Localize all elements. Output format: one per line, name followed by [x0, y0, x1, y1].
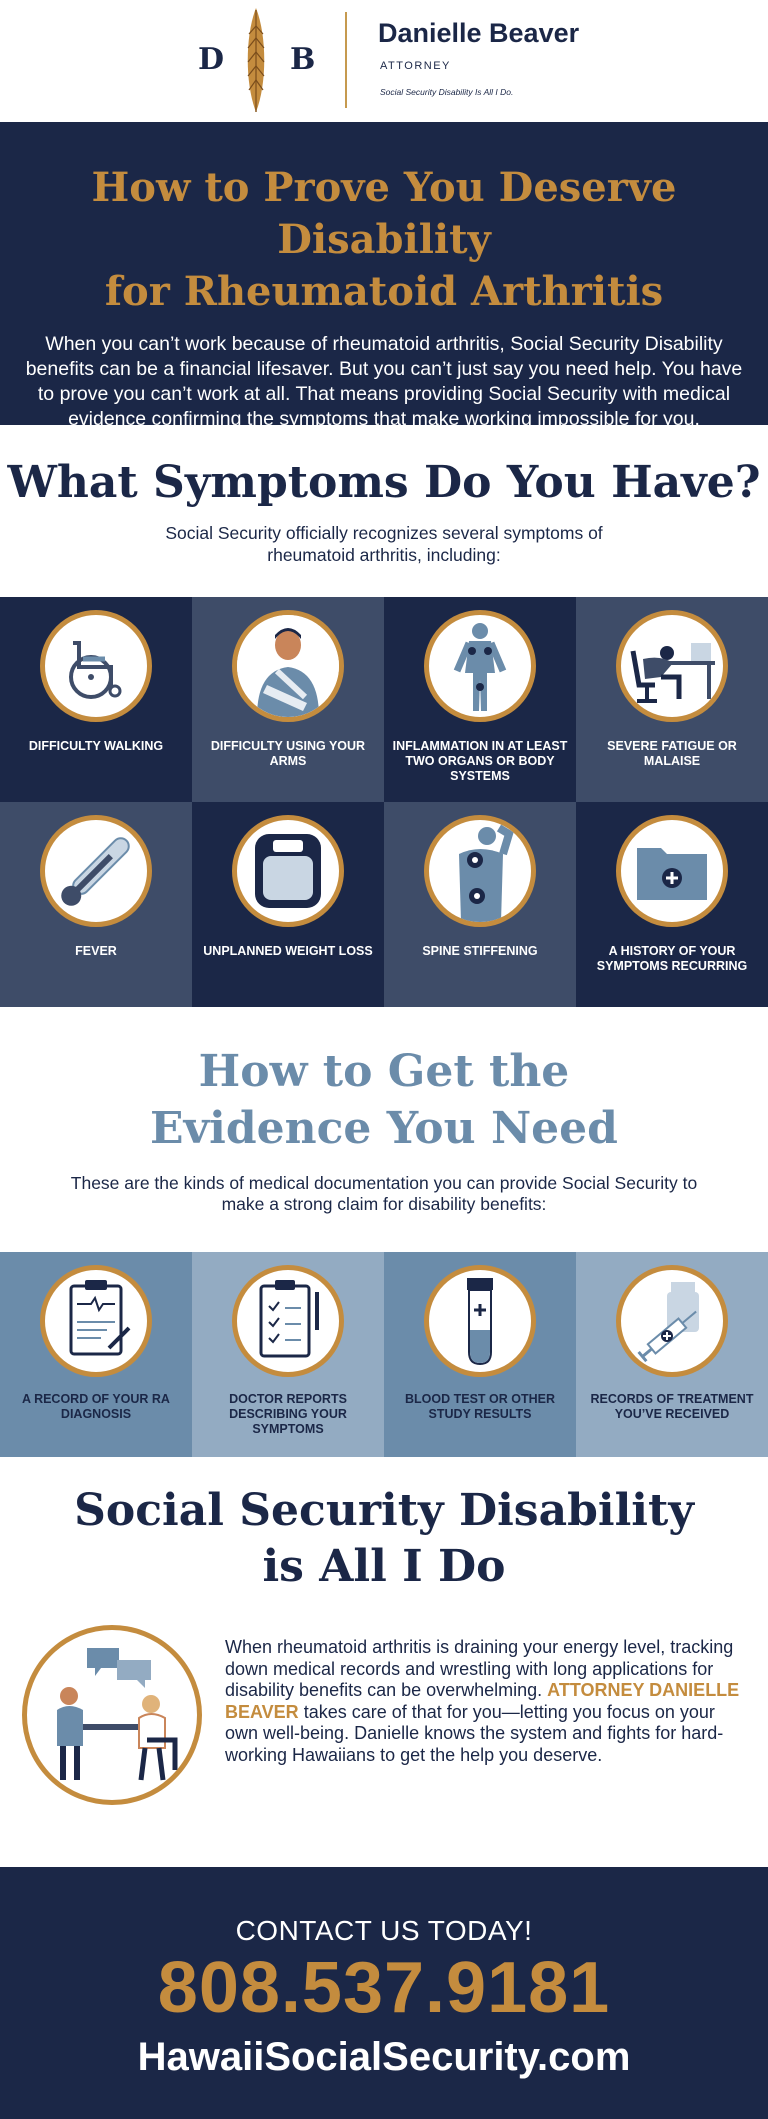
title-line-1: How to Prove You Deserve Disability	[91, 164, 677, 263]
evidence-heading-line-1: How to Get the	[198, 1046, 570, 1097]
title-line-2: for Rheumatoid Arthritis	[104, 268, 664, 315]
test-tube-icon	[424, 1265, 536, 1377]
website-link[interactable]: HawaiiSocialSecurity.com	[137, 2035, 631, 2079]
symptom-tile: UNPLANNED WEIGHT LOSS	[192, 802, 384, 1007]
wheelchair-icon	[40, 610, 152, 722]
symptom-tile: A HISTORY OF YOUR SYMPTOMS RECURRING	[576, 802, 768, 1007]
evidence-header: How to Get the Evidence You Need These a…	[0, 1007, 768, 1252]
evidence-label: DOCTOR REPORTS DESCRIBING YOUR SYMPTOMS	[229, 1392, 347, 1436]
syringe-bottle-icon	[616, 1265, 728, 1377]
symptom-tile: DIFFICULTY USING YOUR ARMS	[192, 597, 384, 802]
evidence-label: A RECORD OF YOUR RA DIAGNOSIS	[22, 1392, 170, 1421]
symptoms-subheading: Social Security officially recognizes se…	[165, 523, 603, 565]
symptom-label: FEVER	[75, 944, 117, 958]
consultation-icon	[22, 1625, 202, 1805]
symptom-tile: SEVERE FATIGUE OR MALAISE	[576, 597, 768, 802]
symptom-label: UNPLANNED WEIGHT LOSS	[203, 944, 373, 958]
thermometer-icon	[40, 815, 152, 927]
firm-tagline: Social Security Disability Is All I Do.	[380, 87, 514, 97]
symptom-tile: FEVER	[0, 802, 192, 1007]
evidence-label: BLOOD TEST OR OTHER STUDY RESULTS	[405, 1392, 555, 1421]
scale-icon	[232, 815, 344, 927]
medical-folder-icon	[616, 815, 728, 927]
symptom-label: DIFFICULTY USING YOUR ARMS	[210, 739, 366, 768]
ssd-body: When rheumatoid arthritis is draining yo…	[0, 1617, 768, 1867]
ssd-paragraph: When rheumatoid arthritis is draining yo…	[225, 1637, 745, 1766]
phone-number[interactable]: 808.537.9181	[157, 1948, 611, 2028]
tired-at-desk-icon	[616, 610, 728, 722]
symptoms-header: What Symptoms Do You Have? Social Securi…	[0, 425, 768, 597]
attorney-name-highlight: ATTORNEY DANIELLE BEAVER	[225, 1680, 740, 1722]
doctor-report-icon	[232, 1265, 344, 1377]
symptom-label: SEVERE FATIGUE OR MALAISE	[607, 739, 737, 768]
evidence-subheading: These are the kinds of medical documenta…	[70, 1173, 698, 1214]
evidence-label: RECORDS OF TREATMENT YOU’VE RECEIVED	[590, 1392, 754, 1421]
ssd-heading-line-2: is All I Do	[262, 1541, 506, 1592]
contact-section: CONTACT US TODAY! 808.537.9181 HawaiiSoc…	[0, 1867, 768, 2119]
clipboard-record-icon	[40, 1265, 152, 1377]
ssd-header: Social Security Disability is All I Do	[0, 1457, 768, 1617]
intro-body: When you can’t work because of rheumatoi…	[25, 333, 743, 430]
evidence-tile: BLOOD TEST OR OTHER STUDY RESULTS	[384, 1252, 576, 1457]
arm-sling-icon	[232, 610, 344, 722]
evidence-tile: RECORDS OF TREATMENT YOU’VE RECEIVED	[576, 1252, 768, 1457]
symptom-label: INFLAMMATION IN AT LEAST TWO ORGANS OR B…	[392, 739, 568, 783]
ssd-text-part-2: takes care of that for you—letting you f…	[225, 1701, 724, 1765]
symptom-tile: SPINE STIFFENING	[384, 802, 576, 1007]
firm-role: ATTORNEY	[380, 60, 451, 72]
symptom-label: DIFFICULTY WALKING	[28, 739, 164, 753]
header: D B Danielle Beaver ATTORNEY Social Secu…	[0, 0, 768, 122]
firm-name: Danielle Beaver	[378, 18, 580, 48]
symptom-label: SPINE STIFFENING	[422, 944, 538, 958]
ssd-heading: Social Security Disability is All I Do	[0, 1483, 768, 1595]
evidence-tile: A RECORD OF YOUR RA DIAGNOSIS	[0, 1252, 192, 1457]
logo-divider	[345, 12, 347, 108]
symptom-label: A HISTORY OF YOUR SYMPTOMS RECURRING	[596, 944, 748, 973]
feather-logo-icon	[247, 8, 265, 112]
ssd-text-part-1: When rheumatoid arthritis is draining yo…	[225, 1637, 734, 1700]
symptom-tile: INFLAMMATION IN AT LEAST TWO ORGANS OR B…	[384, 597, 576, 802]
evidence-heading-line-2: Evidence You Need	[150, 1103, 618, 1154]
contact-cta: CONTACT US TODAY!	[235, 1915, 533, 1946]
logo-monogram-d: D	[198, 42, 225, 77]
intro-section: How to Prove You Deserve Disability for …	[0, 122, 768, 430]
evidence-tile: DOCTOR REPORTS DESCRIBING YOUR SYMPTOMS	[192, 1252, 384, 1457]
page-title: How to Prove You Deserve Disability for …	[0, 162, 768, 318]
evidence-heading: How to Get the Evidence You Need	[0, 1043, 768, 1157]
ssd-heading-line-1: Social Security Disability	[74, 1485, 694, 1536]
symptoms-heading: What Symptoms Do You Have?	[7, 457, 761, 508]
logo-monogram-b: B	[290, 42, 316, 77]
spine-pain-icon	[424, 815, 536, 927]
symptom-tile: DIFFICULTY WALKING	[0, 597, 192, 802]
evidence-grid: A RECORD OF YOUR RA DIAGNOSIS DOCTOR REP…	[0, 1252, 768, 1457]
body-inflammation-icon	[424, 610, 536, 722]
symptoms-grid: DIFFICULTY WALKING DIFFICULTY USING YOUR…	[0, 597, 768, 1007]
